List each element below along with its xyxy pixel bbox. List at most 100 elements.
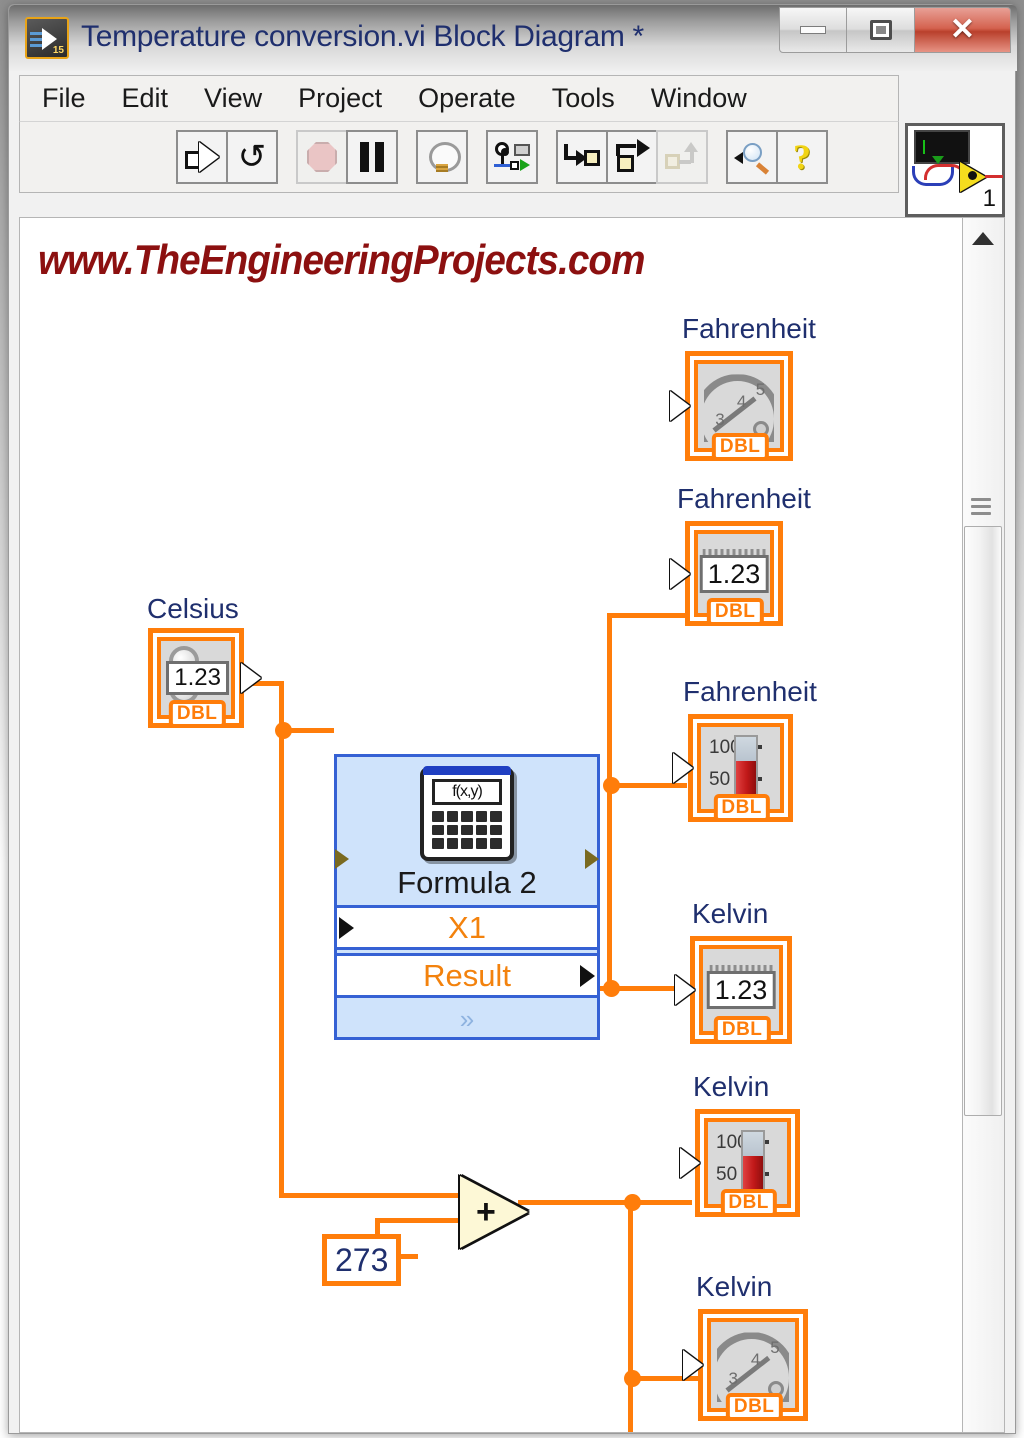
menu-item-view[interactable]: View — [204, 83, 263, 113]
indicator-terminal-kelvin-numeric[interactable]: 1.23 DBL — [675, 936, 792, 1044]
formula-node-input-row[interactable]: X1 — [337, 905, 597, 950]
labview-icon: 15 — [25, 17, 69, 59]
help-button[interactable]: ? — [776, 130, 828, 184]
indicator-terminal-fahrenheit-numeric[interactable]: 1.23 DBL — [670, 521, 783, 626]
input-terminal-icon-x1 — [339, 916, 354, 939]
formula-node-expander[interactable]: » — [337, 1001, 597, 1037]
wire-to-add-top[interactable] — [279, 1193, 464, 1198]
formula-node-output-row[interactable]: Result — [337, 953, 597, 998]
pause-button[interactable] — [346, 130, 398, 184]
menu-item-tools[interactable]: Tools — [551, 83, 615, 113]
gauge-tick-4: 4 — [736, 391, 747, 411]
wire-to-f-numeric[interactable] — [607, 783, 687, 788]
retain-wire-values-button[interactable] — [486, 130, 538, 184]
wire-celsius-out[interactable] — [244, 681, 284, 686]
scroll-grip-icon — [971, 498, 991, 519]
abort-execution-button[interactable] — [296, 130, 348, 184]
window-titlebar: 15 Temperature conversion.vi Block Diagr… — [9, 5, 1017, 71]
indicator-terminal-fahrenheit-gauge[interactable]: 3 4 5 DBL — [670, 351, 793, 461]
datatype-badge-fahrenheit-thermo: DBL — [713, 794, 770, 822]
run-button[interactable] — [176, 130, 228, 184]
wire-to-k-thermo[interactable] — [628, 1376, 698, 1381]
wire-to-f-thermo[interactable] — [607, 986, 687, 991]
wire-to-x1[interactable] — [279, 728, 334, 733]
clean-up-diagram-button[interactable] — [726, 130, 778, 184]
gauge-icon: 3 4 5 — [717, 1328, 789, 1402]
menu-item-project[interactable]: Project — [298, 83, 383, 113]
toolbar-run-group: ↺ — [176, 130, 278, 184]
terminal-output-arrow-celsius — [241, 663, 261, 693]
step-out-button[interactable] — [656, 130, 708, 184]
toolbar-probe-group — [486, 130, 538, 184]
menu-item-file[interactable]: File — [42, 83, 86, 113]
datatype-badge-celsius: DBL — [168, 700, 226, 728]
question-mark-icon: ? — [793, 137, 811, 177]
wire-junction-celsius — [275, 722, 292, 739]
step-over-icon — [614, 139, 650, 172]
window-control-buttons: ✕ — [779, 7, 1011, 53]
thermo-tick-100: 100 — [716, 1132, 748, 1153]
numeric-constant-273[interactable]: 273 — [322, 1234, 402, 1286]
terminal-input-arrow-fahrenheit-thermo — [673, 753, 693, 783]
gauge-tick-3: 3 — [715, 410, 725, 430]
block-diagram-canvas[interactable]: www.TheEngineeringProjects.com Celsius — [19, 217, 963, 1433]
wire-const-to-add[interactable] — [375, 1218, 465, 1223]
step-into-icon — [564, 142, 600, 172]
indicator-terminal-kelvin-gauge[interactable]: 3 4 5 DBL — [683, 1309, 808, 1421]
wire-to-k-numeric[interactable] — [628, 1200, 692, 1205]
formula-node-header: f(x,y) Formula 2 — [335, 757, 599, 905]
menu-item-edit[interactable]: Edit — [121, 83, 169, 113]
labview-window: 15 Temperature conversion.vi Block Diagr… — [8, 4, 1017, 1434]
abort-stop-icon — [307, 142, 337, 172]
close-icon: ✕ — [949, 13, 976, 46]
datatype-badge-kelvin-gauge: DBL — [725, 1393, 783, 1421]
wire-kelvin-trunk[interactable] — [628, 1200, 633, 1432]
datatype-badge-fahrenheit-numeric: DBL — [706, 598, 764, 626]
step-over-button[interactable] — [606, 130, 658, 184]
thermometer-icon: 100 50 — [707, 733, 774, 803]
window-title: Temperature conversion.vi Block Diagram … — [81, 20, 644, 53]
add-triangle-icon — [460, 1176, 528, 1248]
restore-button[interactable] — [847, 7, 915, 53]
watermark-text: www.TheEngineeringProjects.com — [38, 236, 645, 283]
close-button[interactable]: ✕ — [915, 7, 1011, 53]
highlight-execution-button[interactable] — [416, 130, 468, 184]
restore-icon — [869, 20, 892, 40]
formula-node-right-terminal-icon — [585, 849, 599, 869]
menu-item-window[interactable]: Window — [650, 83, 747, 113]
pause-icon — [360, 142, 384, 172]
wire-celsius-branch[interactable] — [279, 728, 284, 1198]
indicator-terminal-kelvin-thermo[interactable]: 100 50 DBL — [680, 1109, 800, 1217]
toolbar: ↺ — [19, 121, 899, 193]
indicator-label-kelvin-gauge: Kelvin — [696, 1271, 773, 1302]
control-terminal-celsius[interactable]: 1.23 DBL — [148, 628, 261, 728]
vertical-scrollbar[interactable] — [961, 217, 1005, 1433]
wire-celsius-down[interactable] — [279, 681, 284, 733]
add-function-node[interactable]: + — [460, 1176, 530, 1248]
thermometer-icon: 100 50 — [714, 1128, 781, 1198]
labview-version-label: 15 — [52, 45, 64, 56]
toolbar-exec-group — [296, 130, 398, 184]
scroll-up-icon[interactable] — [962, 218, 1004, 258]
probe-wire-icon — [494, 142, 530, 172]
datatype-badge-kelvin-numeric: DBL — [713, 1016, 771, 1044]
menu-item-operate[interactable]: Operate — [418, 83, 516, 113]
scrollbar-thumb[interactable] — [964, 526, 1002, 1116]
wire-fahrenheit-trunk[interactable] — [607, 613, 612, 991]
formula-node-output-label: Result — [423, 957, 511, 993]
terminal-input-arrow-kelvin-gauge — [683, 1350, 703, 1380]
step-out-icon — [665, 142, 699, 172]
calculator-icon: f(x,y) — [420, 766, 514, 861]
wire-add-out[interactable] — [518, 1200, 633, 1205]
wire-to-f-gauge[interactable] — [607, 613, 687, 618]
indicator-label-kelvin-numeric: Kelvin — [692, 898, 769, 929]
formula-node[interactable]: f(x,y) Formula 2 X1 Result » — [334, 754, 600, 1040]
indicator-terminal-fahrenheit-thermo[interactable]: 100 50 DBL — [673, 714, 793, 822]
vi-icon-pane[interactable]: 1 — [905, 123, 1005, 217]
run-continuously-button[interactable]: ↺ — [226, 130, 278, 184]
minimize-button[interactable] — [779, 7, 847, 53]
magnifier-search-icon — [734, 142, 770, 175]
terminal-input-arrow-fahrenheit-numeric — [670, 558, 690, 589]
step-into-button[interactable] — [556, 130, 608, 184]
formula-node-title: Formula 2 — [397, 865, 537, 900]
